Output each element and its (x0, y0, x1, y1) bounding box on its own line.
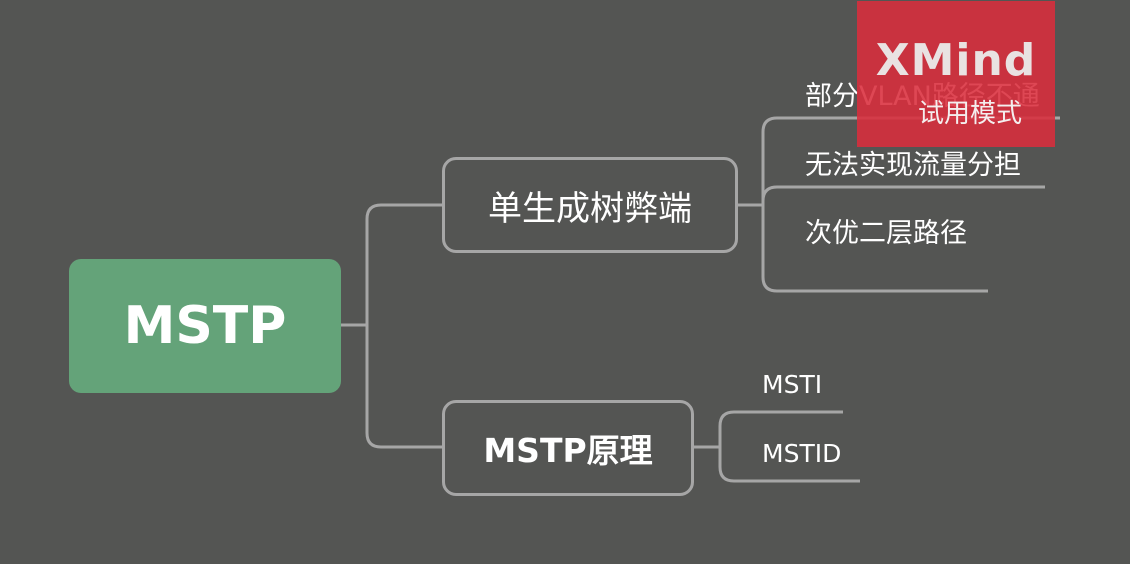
branch-topic-label: 单生成树弊端 (488, 188, 692, 229)
branch-topic-single-tree-drawbacks[interactable]: 单生成树弊端 (442, 157, 738, 253)
leaf-topic[interactable]: MSTI (762, 370, 823, 399)
connector-branch1-leaves (761, 116, 1060, 293)
connector-branch1-mid (761, 185, 1045, 202)
xmind-logo: XMind (875, 35, 1037, 86)
trial-watermark: XMind 试用模式 (857, 1, 1055, 147)
connector-branch2-leaves (718, 410, 860, 483)
leaf-topic[interactable]: 次优二层路径 (805, 218, 967, 249)
branch-topic-label: MSTP原理 (483, 431, 653, 470)
branch-topic-mstp-principle[interactable]: MSTP原理 (442, 400, 694, 496)
leaf-topic[interactable]: MSTID (762, 439, 842, 468)
connector-root-branch1 (365, 203, 442, 449)
root-topic-label: MSTP (123, 296, 287, 356)
trial-mode-label: 试用模式 (917, 99, 1022, 129)
root-topic[interactable]: MSTP (69, 259, 341, 393)
leaf-topic[interactable]: 无法实现流量分担 (805, 150, 1021, 181)
